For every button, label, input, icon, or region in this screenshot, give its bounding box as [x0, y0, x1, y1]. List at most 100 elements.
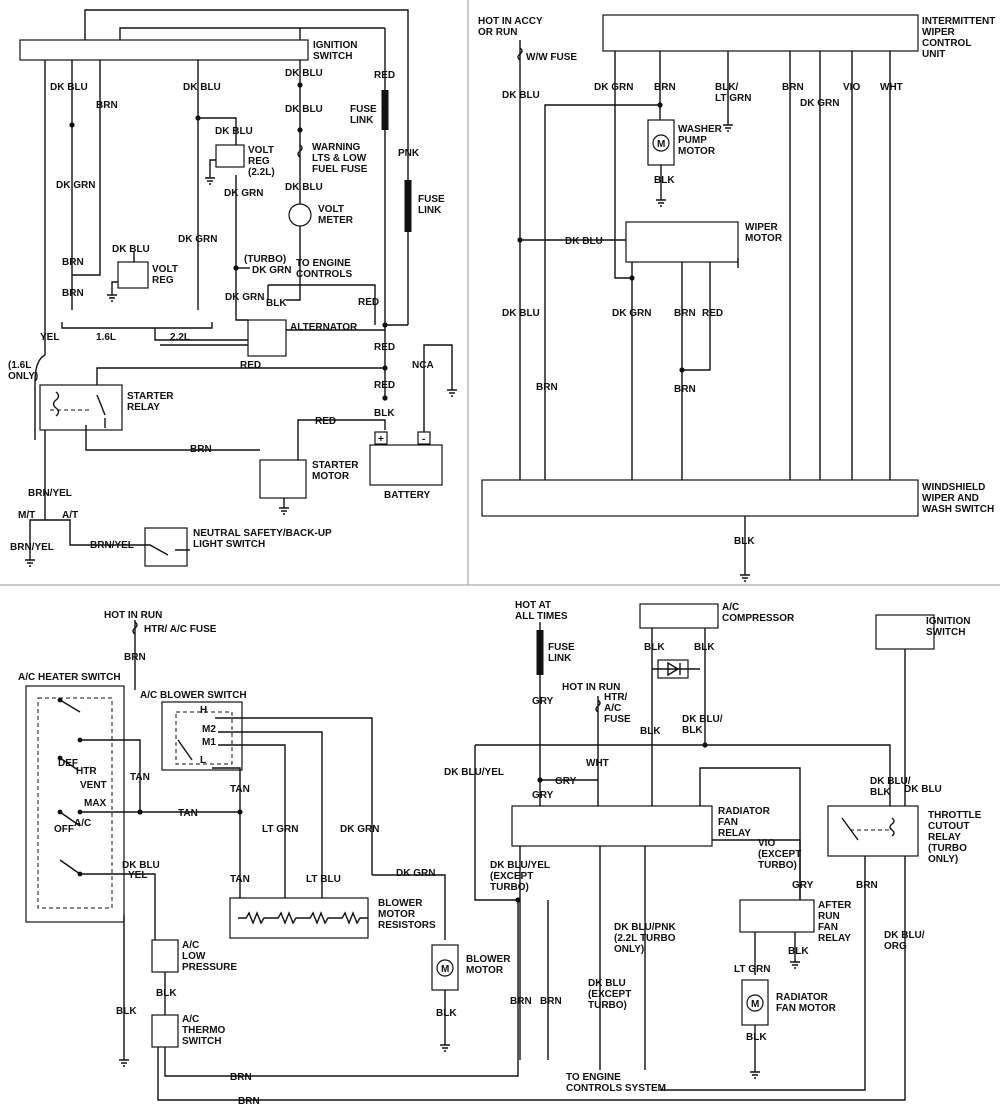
radiator-fan-relay-box: [511, 805, 713, 847]
wire-red-motor: [682, 262, 711, 371]
wire-label: WHT: [880, 82, 903, 93]
m2-label: M2: [202, 724, 216, 735]
wire-label: DK BLU: [904, 784, 942, 795]
wire-label: BRN: [540, 996, 562, 1007]
wire-label: DK BLU: [565, 236, 603, 247]
mt-label: M/T: [18, 510, 35, 521]
wire-dk-grn-motor: [372, 874, 446, 940]
wire-top-feed: [84, 9, 409, 325]
resistor-chain: [238, 911, 368, 925]
wire-label: BRN: [674, 308, 696, 319]
starter-relay-box: [39, 384, 123, 431]
ground-icon: [740, 574, 750, 582]
wire-label: BLK: [746, 1032, 767, 1043]
wire-brn-16: [72, 60, 101, 276]
wire-label: BRN/YEL: [90, 540, 134, 551]
motor-m: M: [751, 999, 759, 1010]
wire-label: DK GRN: [56, 180, 95, 191]
wire-label: GRY: [532, 790, 554, 801]
wire-label: DK GRN: [224, 188, 263, 199]
wire-label: DK BLU/BLK: [682, 714, 723, 736]
switch-inner: [37, 697, 113, 909]
ac-blower-switch-label: A/C BLOWER SWITCH: [140, 690, 247, 701]
wire-label: DK BLU/BLK: [870, 776, 911, 798]
ground-icon: [447, 389, 457, 397]
ac-compressor-box: [639, 603, 719, 629]
turbo-label: (TURBO): [244, 254, 286, 265]
alternator-box: [247, 319, 287, 357]
ground-icon: [723, 124, 733, 132]
hot-in-run-label: HOT IN RUN: [562, 682, 620, 693]
ground-symbols: [25, 124, 800, 1079]
motor-m: M: [441, 964, 449, 975]
ac-label: A/C: [74, 818, 91, 829]
wire-label: BRN: [856, 880, 878, 891]
wire-label: LT GRN: [262, 824, 298, 835]
splice: [679, 367, 685, 373]
wire-label: DK BLU: [285, 104, 323, 115]
off-label: OFF: [54, 824, 74, 835]
wire-label: RED: [374, 380, 395, 391]
ac-thermo-box: [151, 1014, 179, 1048]
wire-m2: [218, 731, 323, 912]
wire-label: VIO: [843, 82, 860, 93]
ground-icon: [279, 507, 289, 515]
vent-label: VENT: [80, 780, 107, 791]
wiper-motor-box: [625, 221, 739, 263]
wire-label: YEL: [128, 870, 147, 881]
wire-dk-blu-reg: [198, 117, 237, 145]
volt-reg-22-box: [215, 144, 245, 168]
wire-brn: [519, 846, 549, 1060]
wire-h: [215, 717, 373, 875]
wire-label: BLK: [374, 408, 395, 419]
wire-label: BRN/YEL: [28, 488, 72, 499]
wire-label: BLK: [266, 298, 287, 309]
battery-neg-label: -: [422, 434, 425, 445]
blower-motor-icon: [436, 959, 454, 977]
wire-brn-starter: [85, 425, 260, 451]
battery-pos-label: +: [378, 434, 384, 445]
splice: [297, 127, 303, 133]
max-label: MAX: [84, 798, 107, 809]
fuse-symbol: [297, 144, 303, 158]
splice: [702, 742, 708, 748]
wire-label: BRN: [782, 82, 804, 93]
wire-label: PNK: [398, 148, 420, 159]
wire-brn: [544, 104, 660, 480]
splice: [629, 275, 635, 281]
wire-label: BLK: [694, 642, 715, 653]
wire-l: [212, 767, 241, 900]
wire-label: BRN: [238, 1096, 260, 1107]
m1-label: M1: [202, 737, 216, 748]
wire-label: NCA: [412, 360, 434, 371]
ground-icon: [656, 199, 666, 207]
splice: [69, 122, 75, 128]
wire-label: RED: [702, 308, 723, 319]
intermittent-unit-box: [602, 14, 919, 52]
wire-label: DK BLU: [183, 82, 221, 93]
wire-label: BLK/LT GRN: [715, 82, 751, 104]
splice: [195, 115, 201, 121]
wire-label: RED: [315, 416, 336, 427]
wire-label: BLK: [116, 1006, 137, 1017]
ac-heater-switch-label: A/C HEATER SWITCH: [18, 672, 121, 683]
relay-contact: [96, 394, 106, 428]
wire-label: RED: [374, 342, 395, 353]
wire-label: DK BLU: [502, 308, 540, 319]
radiator-fan-motor-icon: [746, 994, 764, 1012]
